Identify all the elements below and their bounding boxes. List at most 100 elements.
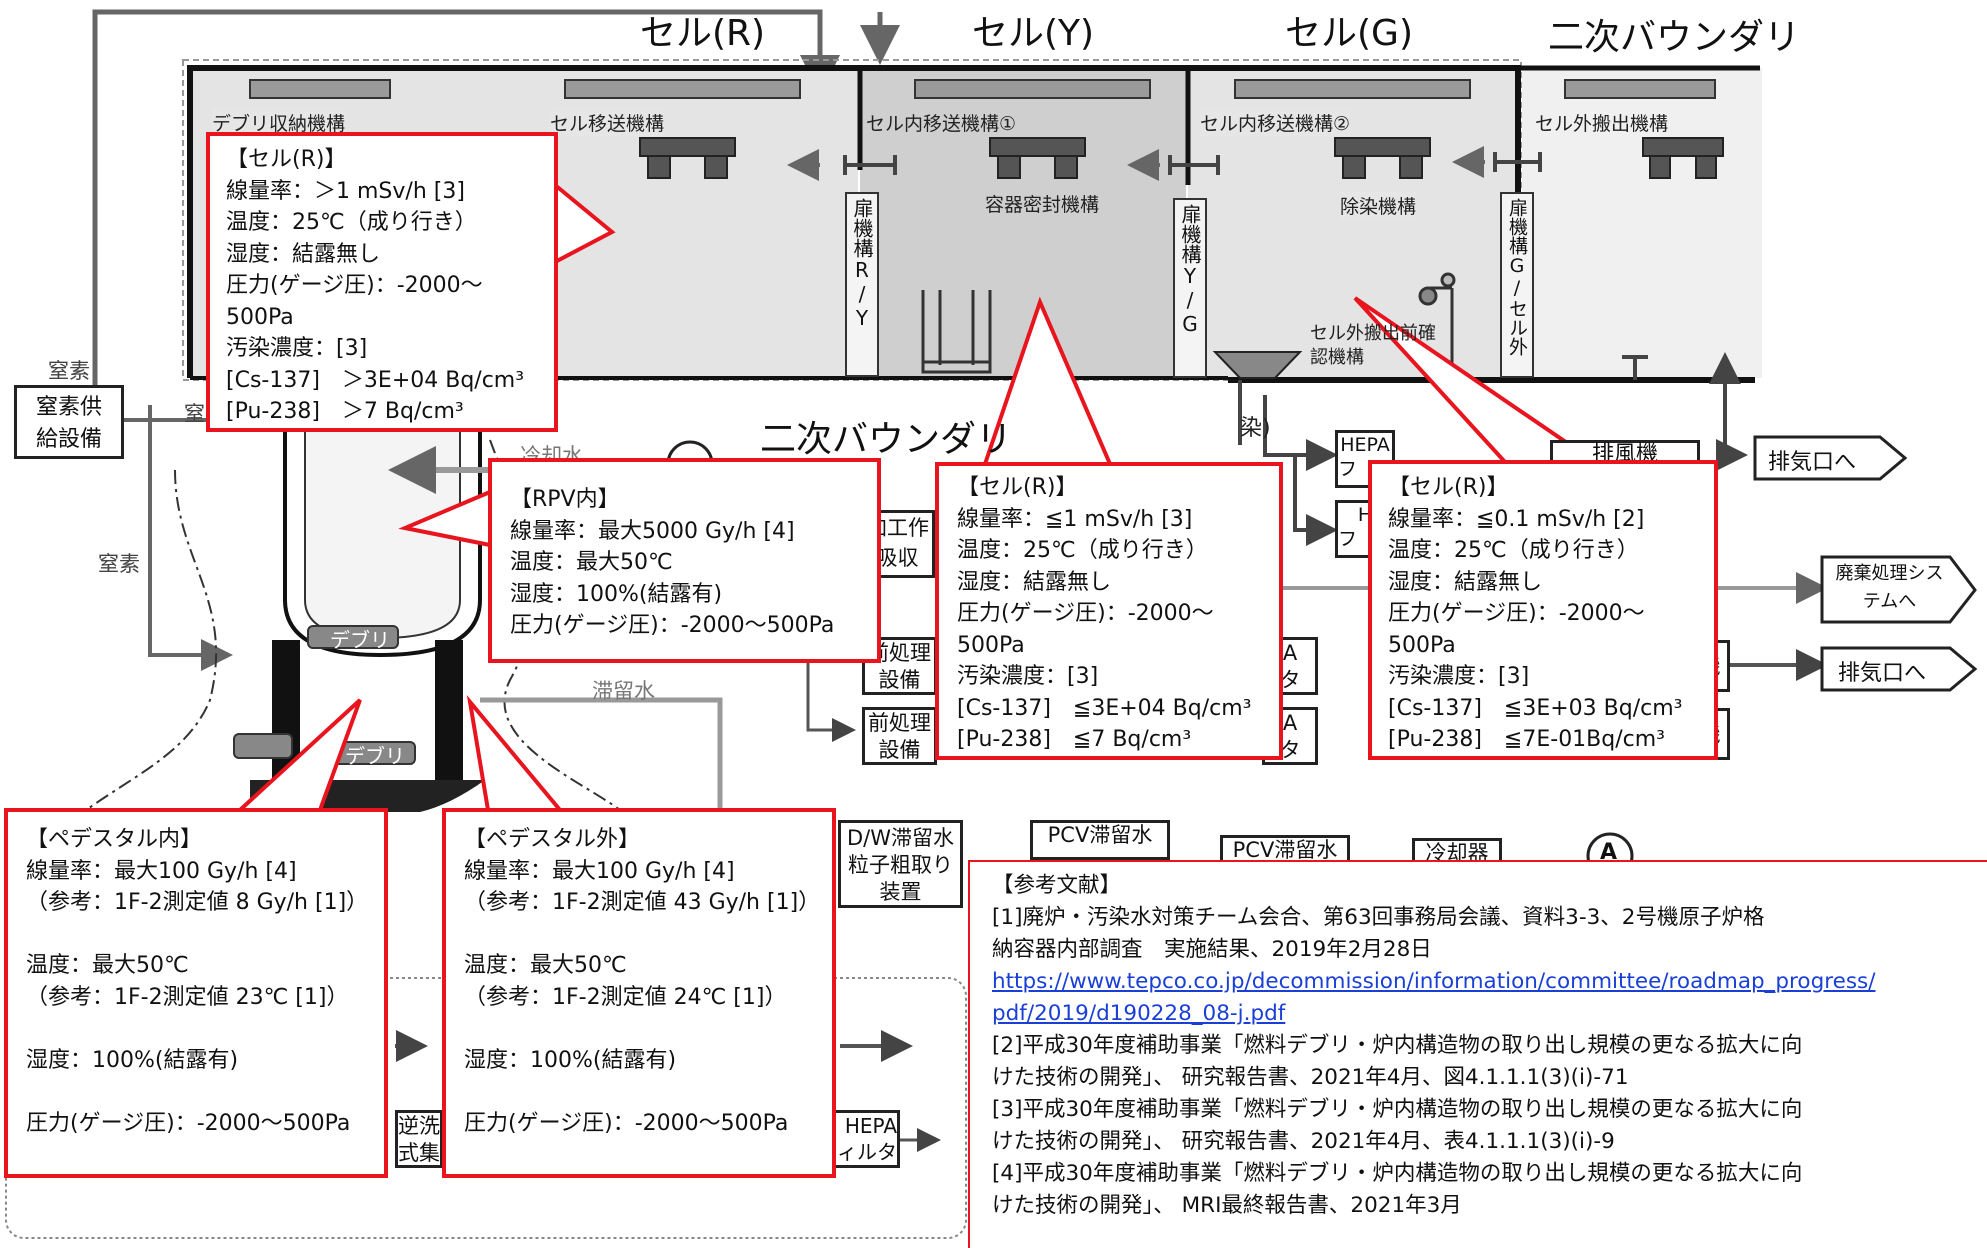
waste-system-shape (1820, 555, 1977, 624)
gripper-in-cell-1 (989, 137, 1086, 179)
debris-block-3 (233, 733, 293, 759)
nitrogen-label-2: 窒素 (98, 552, 140, 576)
callout-cell-r-right-line-2: 温度：25℃（成り行き） (1388, 538, 1639, 563)
mech-pre-carry-check: セル外搬出前確認機構 (1310, 323, 1436, 368)
callout-cell-r-top-line-6: 汚染濃度：[3] (226, 336, 368, 361)
callout-cell-r-top-line-8: [Pu-238] ＞7 Bq/cm³ (226, 399, 464, 424)
callout-cell-r-top-line-3: 湿度：結露無し (226, 241, 381, 267)
callout-cell-r-mid: 【セル(R)】 線量率：≦1 mSv/h [3] 温度：25℃（成り行き） 湿度… (935, 462, 1283, 760)
callout-cell-r-right-line-7: [Cs-137] ≦3E+03 Bq/cm³ (1388, 695, 1683, 721)
reverse-wash-box: 逆洗式集 (395, 1110, 443, 1168)
callout-cell-r-top: 【セル(R)】 線量率：＞1 mSv/h [3] 温度：25℃（成り行き） 湿度… (206, 132, 558, 432)
callout-cell-r-right-line-6: 汚染濃度：[3] (1388, 664, 1530, 689)
ref-2-line-b: けた技術の開発」、 研究報告書、2021年4月、図4.1.1.1(3)(i)-7… (992, 1065, 1629, 1090)
callout-cell-r-mid-line-0: 【セル(R)】 (957, 475, 1078, 500)
ref-1-url-b[interactable]: pdf/2019/d190228_08-j.pdf (992, 1001, 1286, 1026)
callout-rpv-line-0: 【RPV内】 (510, 487, 620, 512)
hepa-1-label: HEPA (1340, 434, 1390, 456)
cell-r-title: セル(R) (640, 13, 766, 54)
rail-in-cell-1 (914, 79, 1151, 99)
reverse-2: 式集 (398, 1141, 440, 1165)
callout-cell-r-right-line-4: 圧力(ゲージ圧)：-2000～ (1388, 601, 1645, 626)
callout-rpv-line-3: 湿度：100%(結露有) (510, 581, 723, 607)
machining-absorb-2: 吸収 (876, 546, 919, 570)
callout-cell-r-top-line-4: 圧力(ゲージ圧)：-2000～ (226, 273, 483, 298)
ref-4-line-b: けた技術の開発」、 MRI最終報告書、2021年3月 (992, 1193, 1462, 1218)
rail-cell-transfer (564, 79, 801, 99)
callout-cell-r-mid-line-3: 湿度：結露無し (957, 569, 1112, 595)
cell-y-title: セル(Y) (972, 13, 1095, 54)
hepa-3a: HEPA (844, 1114, 897, 1138)
callout-pedestal-in-line-5: （参考：1F-2測定値 23℃ [1]） (26, 984, 349, 1010)
door-bar-g-out (1493, 152, 1542, 172)
ref-3-line-b: けた技術の開発」、 研究報告書、2021年4月、表4.1.1.1(3)(i)-9 (992, 1129, 1615, 1154)
dust-4: タ (1279, 738, 1301, 762)
dw-water-1: D/W滞留水 (846, 826, 954, 850)
callout-cell-r-top-line-2: 温度：25℃（成り行き） (226, 210, 477, 235)
exhaust-port-1-shape (1753, 435, 1908, 481)
callout-cell-r-right: 【セル(R)】 線量率：≦0.1 mSv/h [2] 温度：25℃（成り行き） … (1368, 460, 1718, 760)
callout-cell-r-mid-line-6: 汚染濃度：[3] (957, 664, 1099, 689)
callout-cell-r-top-line-5: 500Pa (226, 304, 294, 330)
callout-pedestal-in-line-4: 温度：最大50℃ (26, 953, 189, 978)
door-bar-yg (1168, 155, 1220, 175)
gripper-cell-transfer (639, 137, 736, 179)
rail-debris-storage (249, 79, 391, 99)
rail-in-cell-2 (1234, 79, 1471, 99)
waste-system-label: 廃棄処理システムへ (1835, 563, 1944, 612)
callout-cell-r-top-line-7: [Cs-137] ＞3E+04 Bq/cm³ (226, 367, 525, 393)
callout-rpv-line-4: 圧力(ゲージ圧)：-2000～500Pa (510, 613, 835, 638)
secondary-boundary-mid-label: 二次バウンダリ (760, 419, 1013, 460)
callout-pedestal-in: 【ペデスタル内】 線量率：最大100 Gy/h [4] （参考：1F-2測定値 … (4, 808, 388, 1178)
references-panel: 【参考文献】 [1]廃炉・汚染水対策チーム会合、第63回事務局会議、資料3-3、… (968, 860, 1987, 1248)
callout-pedestal-out: 【ペデスタル外】 線量率：最大100 Gy/h [4] （参考：1F-2測定値 … (442, 808, 836, 1178)
callout-cell-r-mid-line-5: 500Pa (957, 632, 1025, 658)
pcv-water-1: PCV滞留水 (1047, 823, 1153, 847)
pretreat-2b: 設備 (878, 738, 921, 762)
stagnant-water-line (480, 697, 723, 810)
callout-cell-r-top-line-1: 線量率：＞1 mSv/h [3] (226, 178, 465, 204)
nitrogen-line-1 (148, 405, 233, 671)
debris-block-1 (307, 625, 399, 649)
callout-cell-r-mid-line-4: 圧力(ゲージ圧)：-2000～ (957, 601, 1214, 626)
callout-pedestal-in-line-8 (26, 1076, 384, 1108)
hepa-2b-label: フ (1338, 528, 1358, 550)
callout-pedestal-in-line-3 (26, 919, 384, 951)
callout-cell-r-right-line-3: 湿度：結露無し (1388, 569, 1543, 595)
callout-pedestal-out-line-5: （参考：1F-2測定値 24℃ [1]） (464, 984, 787, 1010)
pretreat-box-2: 前処理設備 (862, 707, 937, 765)
callout-pedestal-out-line-2: （参考：1F-2測定値 43 Gy/h [1]） (464, 890, 821, 915)
exhaust-port-1-label: 排気口へ (1768, 450, 1857, 475)
callout-pedestal-out-line-7: 湿度：100%(結露有) (464, 1047, 677, 1073)
mech-decontamination: 除染機構 (1340, 192, 1417, 219)
exhaust-line-main (1263, 395, 1338, 471)
check-lamp (1418, 272, 1456, 375)
ref-1-line-b: 納容器内部調査 実施結果、2019年2月28日 (992, 937, 1432, 962)
ref-3-line-a: [3]平成30年度補助事業「燃料デブリ・炉内構造物の取り出し規模の更なる拡大に向 (992, 1097, 1803, 1122)
callout-cell-r-right-line-1: 線量率：≦0.1 mSv/h [2] (1388, 506, 1645, 532)
callout-pedestal-in-line-0: 【ペデスタル内】 (26, 827, 203, 852)
nitrogen-supply-label: 窒素供給設備 (35, 395, 102, 452)
dust-2: タ (1279, 668, 1301, 692)
mech-in-cell-transfer-2: セル内移送機構② (1200, 109, 1351, 136)
callout-pedestal-out-line-8 (464, 1076, 832, 1108)
mech-debris-storage: デブリ収納機構 (212, 109, 346, 136)
callout-pedestal-in-line-1: 線量率：最大100 Gy/h [4] (26, 858, 297, 884)
stagnant-water-label: 滞留水 (592, 679, 655, 703)
callout-rpv-line-1: 線量率：最大5000 Gy/h [4] (510, 518, 795, 544)
dw-water-3: 装置 (879, 880, 922, 904)
ref-1-url-a[interactable]: https://www.tepco.co.jp/decommission/inf… (992, 969, 1876, 994)
callout-cell-r-right-line-0: 【セル(R)】 (1388, 475, 1509, 500)
secondary-boundary-top-label: 二次バウンダリ (1548, 17, 1801, 58)
nitrogen-label-1: 窒素 (48, 359, 90, 383)
callout-pedestal-out-line-9: 圧力(ゲージ圧)：-2000～500Pa (464, 1110, 789, 1136)
callout-cell-r-mid-line-1: 線量率：≦1 mSv/h [3] (957, 506, 1193, 532)
door-g-out: 扉機構G/セル外 (1500, 192, 1534, 378)
pretreat-2a: 前処理 (868, 711, 931, 735)
callout-cell-r-mid-line-2: 温度：25℃（成り行き） (957, 538, 1208, 563)
pcv-water-2: PCV滞留水 (1232, 838, 1338, 862)
callout-cell-r-mid-line-7: [Cs-137] ≦3E+04 Bq/cm³ (957, 695, 1252, 721)
process-line-left (806, 640, 856, 742)
callout-tail-pedestal-out (466, 695, 565, 812)
